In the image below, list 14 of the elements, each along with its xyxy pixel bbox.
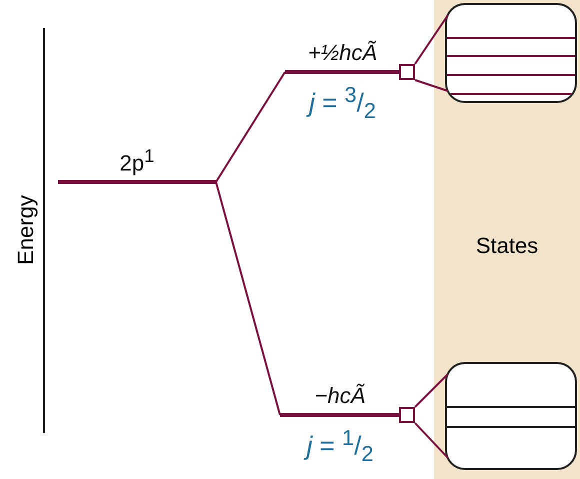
magnifier-square: [399, 407, 415, 423]
magnification-lines: [414, 373, 449, 459]
state-levels-box: [445, 362, 577, 470]
splitting-line: [215, 182, 281, 416]
energy-label: 2p$^{1}$: [120, 146, 154, 174]
magnification-lines: [414, 14, 449, 92]
energy-label: +½hcÃ: [308, 42, 378, 64]
states-panel: [434, 0, 580, 479]
magnifier-square: [399, 64, 415, 80]
axis-label: Energy: [15, 195, 37, 265]
energy-label: −hcÃ: [314, 385, 366, 407]
state-levels-box: [445, 3, 577, 103]
states-label: States: [474, 235, 540, 257]
splitting-line: [215, 71, 286, 183]
